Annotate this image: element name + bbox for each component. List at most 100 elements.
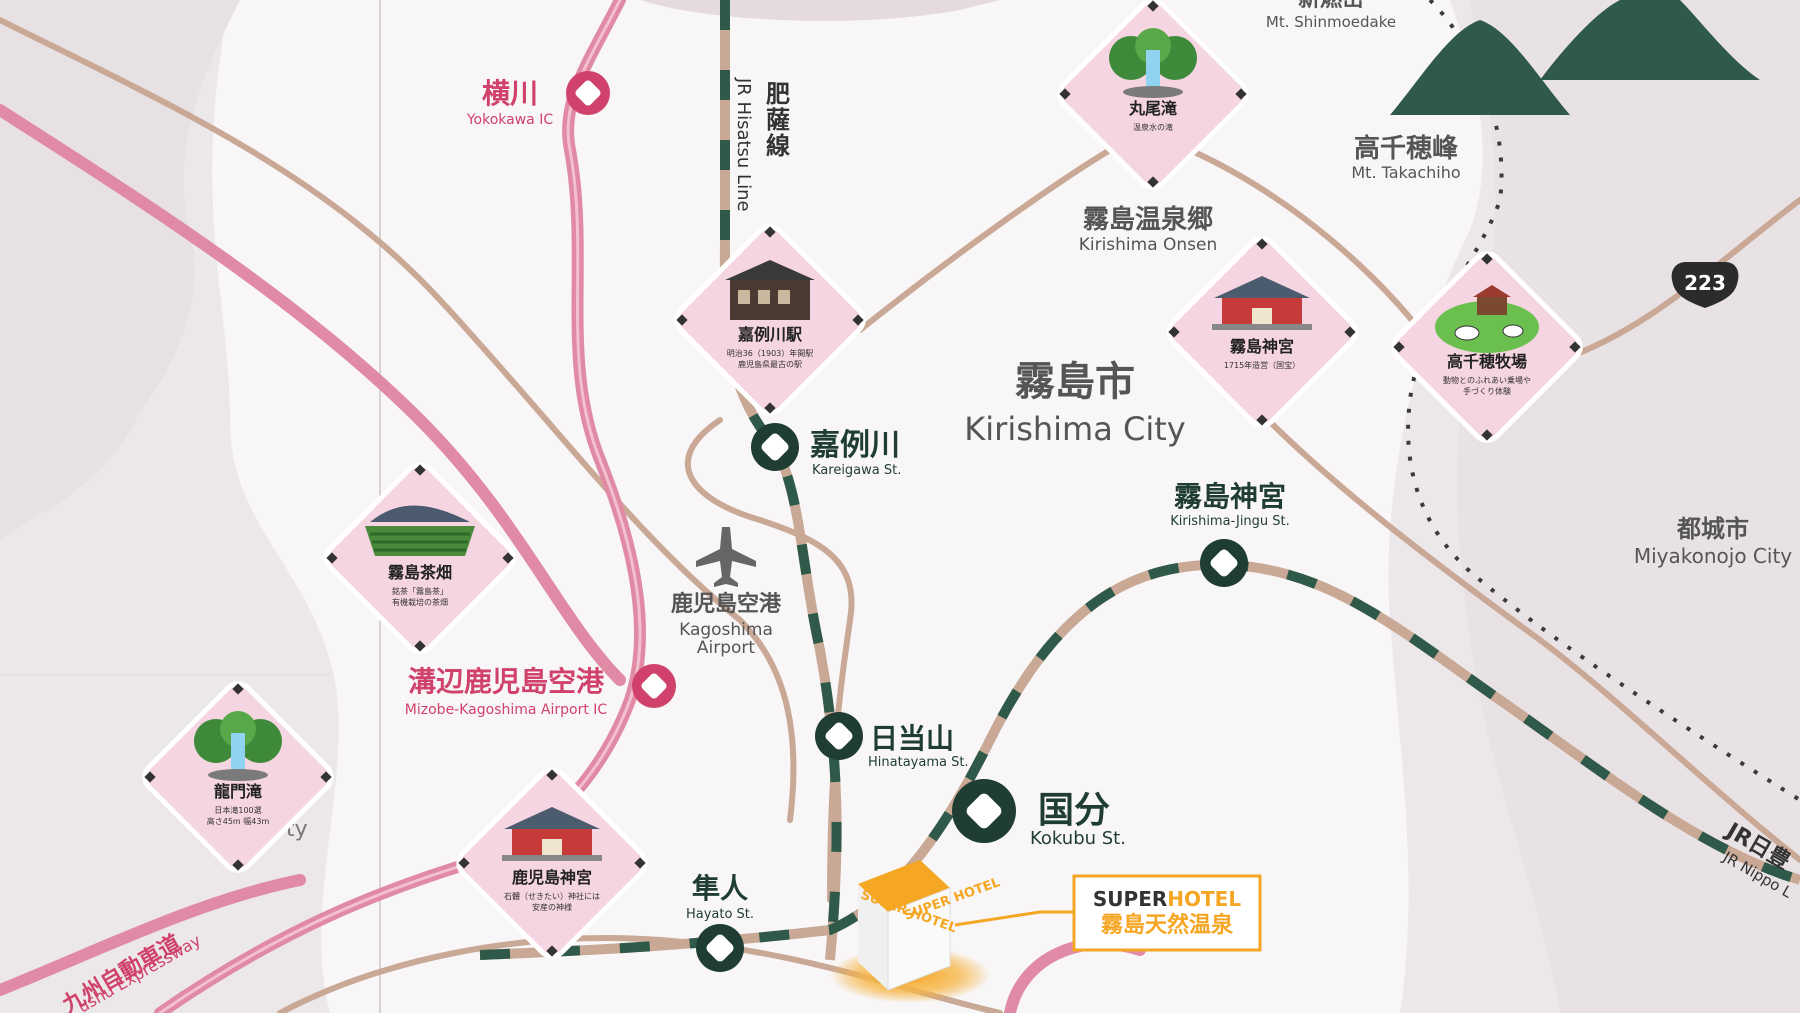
svg-text:Kagoshima: Kagoshima bbox=[679, 620, 773, 640]
kirishima-onsen-label: 霧島温泉郷 Kirishima Onsen bbox=[1079, 204, 1218, 255]
card-title: 霧島神宮 bbox=[1230, 337, 1294, 356]
svg-text:Yokokawa IC: Yokokawa IC bbox=[466, 112, 553, 128]
station-kirishima-jingu[interactable]: 霧島神宮 Kirishima-Jingu St. bbox=[1170, 480, 1290, 587]
svg-text:鹿児島空港: 鹿児島空港 bbox=[671, 591, 782, 617]
card-corner-dot bbox=[1481, 429, 1493, 441]
svg-text:SUPERHOTEL: SUPERHOTEL bbox=[1093, 887, 1241, 911]
svg-text:Kokubu St.: Kokubu St. bbox=[1030, 828, 1126, 849]
card-desc-line1: 石體（せきたい）神社には bbox=[504, 891, 600, 901]
svg-text:霧島天然温泉: 霧島天然温泉 bbox=[1100, 912, 1234, 938]
svg-text:国分: 国分 bbox=[1038, 790, 1110, 831]
svg-text:Hayato St.: Hayato St. bbox=[686, 907, 754, 922]
card-corner-dot bbox=[1344, 326, 1356, 338]
cow-farm-icon bbox=[1435, 285, 1539, 353]
card-desc-line2: 安産の神様 bbox=[532, 902, 572, 912]
card-corner-dot bbox=[144, 771, 156, 783]
card-desc-line1: 明治36（1903）年開駅 bbox=[727, 348, 814, 358]
card-corner-dot bbox=[546, 769, 558, 781]
svg-text:Mt. Takachiho: Mt. Takachiho bbox=[1351, 163, 1460, 182]
ic-mizobe-kagoshima-airport[interactable]: 溝辺鹿児島空港 Mizobe-Kagoshima Airport IC bbox=[405, 664, 676, 718]
card-corner-dot bbox=[1481, 253, 1493, 265]
svg-text:Kareigawa St.: Kareigawa St. bbox=[812, 463, 901, 478]
svg-text:霧島神宮: 霧島神宮 bbox=[1174, 480, 1286, 513]
airport-marker[interactable]: 鹿児島空港 Kagoshima Airport bbox=[671, 527, 782, 658]
card-desc-line1: 動物とのふれあい乗場や bbox=[1443, 375, 1531, 385]
card-desc-line1: 1715年造営（国宝） bbox=[1224, 360, 1300, 370]
card-corner-dot bbox=[1569, 341, 1581, 353]
card-corner-dot bbox=[414, 640, 426, 652]
card-corner-dot bbox=[764, 226, 776, 238]
card-corner-dot bbox=[1256, 414, 1268, 426]
attraction-cards: 丸尾滝温泉水の滝嘉例川駅明治36（1903）年開駅鹿児島県最古の駅霧島神宮171… bbox=[139, 0, 1586, 962]
ic-yokokawa[interactable]: 横川 Mizobe-Kagoshima Airport IC Yokokawa … bbox=[466, 71, 610, 128]
card-corner-dot bbox=[1168, 326, 1180, 338]
station-building-icon bbox=[725, 260, 815, 320]
miyakonojo-label: 都城市 Miyakonojo City bbox=[1634, 515, 1792, 568]
airplane-icon bbox=[696, 527, 756, 587]
svg-text:高千穂峰: 高千穂峰 bbox=[1354, 133, 1458, 164]
svg-text:横川: 横川 bbox=[482, 77, 538, 110]
super-hotel-marker[interactable]: SUPER HOTEL SUPER HOTEL SUPERHOTEL 霧島天然温… bbox=[830, 860, 1262, 1003]
waterfall-icon bbox=[1109, 28, 1197, 98]
svg-text:溝辺鹿児島空港: 溝辺鹿児島空港 bbox=[408, 665, 605, 698]
svg-text:Mt. Shinmoedake: Mt. Shinmoedake bbox=[1266, 13, 1396, 31]
card-title: 霧島茶畑 bbox=[388, 563, 452, 582]
card-corner-dot bbox=[232, 683, 244, 695]
station-kokubu[interactable]: 国分 Kokubu St. bbox=[952, 779, 1126, 849]
station-hinatayama[interactable]: 日当山 Hinatayama St. bbox=[815, 712, 969, 770]
shrine-icon bbox=[502, 807, 602, 861]
route-223-shield: 223 bbox=[1671, 262, 1739, 308]
card-corner-dot bbox=[1059, 88, 1071, 100]
shinmoedake-label: 新燃岳 Mt. Shinmoedake bbox=[1266, 0, 1396, 31]
card-corner-dot bbox=[764, 402, 776, 414]
station-hayato[interactable]: 隼人 Hayato St. bbox=[686, 872, 754, 972]
card-diamond bbox=[1166, 236, 1358, 428]
svg-text:Airport: Airport bbox=[697, 638, 756, 658]
card-title: 高千穂牧場 bbox=[1447, 352, 1527, 371]
card-title: 嘉例川駅 bbox=[737, 325, 803, 344]
svg-text:223: 223 bbox=[1684, 271, 1726, 295]
card-title: 丸尾滝 bbox=[1128, 99, 1177, 118]
card-corner-dot bbox=[676, 314, 688, 326]
card-corner-dot bbox=[1393, 341, 1405, 353]
card-corner-dot bbox=[1235, 88, 1247, 100]
card-diamond bbox=[456, 767, 648, 959]
svg-text:霧島温泉郷: 霧島温泉郷 bbox=[1083, 204, 1213, 235]
svg-text:Kirishima-Jingu St.: Kirishima-Jingu St. bbox=[1170, 514, 1290, 529]
svg-text:日当山: 日当山 bbox=[870, 722, 954, 755]
card-desc-line1: 温泉水の滝 bbox=[1133, 122, 1173, 132]
svg-text:嘉例川: 嘉例川 bbox=[810, 428, 900, 463]
card-corner-dot bbox=[414, 464, 426, 476]
svg-text:新燃岳: 新燃岳 bbox=[1298, 0, 1364, 12]
card-corner-dot bbox=[232, 859, 244, 871]
card-desc-line2: 鹿児島県最古の駅 bbox=[738, 359, 802, 369]
station-kareigawa[interactable]: 嘉例川 Kareigawa St. bbox=[751, 423, 901, 478]
card-corner-dot bbox=[1256, 238, 1268, 250]
svg-text:霧島市: 霧島市 bbox=[1015, 359, 1135, 405]
card-corner-dot bbox=[1147, 0, 1159, 12]
svg-text:Kirishima City: Kirishima City bbox=[964, 410, 1185, 448]
mountain-icons bbox=[1390, 0, 1760, 115]
tea-field-icon bbox=[365, 505, 475, 556]
waterfall-icon bbox=[194, 711, 282, 781]
card-desc-line2: 有機栽培の茶畑 bbox=[392, 597, 448, 607]
card-title: 鹿児島神宮 bbox=[512, 868, 592, 887]
hisatsu-line-label: JR Hisatsu Line 肥薩線 bbox=[733, 77, 790, 212]
card-corner-dot bbox=[634, 857, 646, 869]
card-corner-dot bbox=[458, 857, 470, 869]
card-desc-line2: 高さ45m 幅43m bbox=[207, 816, 270, 826]
kirishima-city-label: 霧島市 Kirishima City bbox=[964, 359, 1185, 448]
svg-text:Hinatayama St.: Hinatayama St. bbox=[868, 755, 969, 770]
card-title: 龍門滝 bbox=[214, 782, 262, 801]
svg-text:都城市: 都城市 bbox=[1676, 515, 1749, 543]
card-desc-line1: 銘茶「霧島茶」 bbox=[392, 586, 448, 596]
card-corner-dot bbox=[320, 771, 332, 783]
attraction-card-jingu[interactable]: 霧島神宮 1715年造営（国宝） bbox=[1163, 233, 1361, 431]
